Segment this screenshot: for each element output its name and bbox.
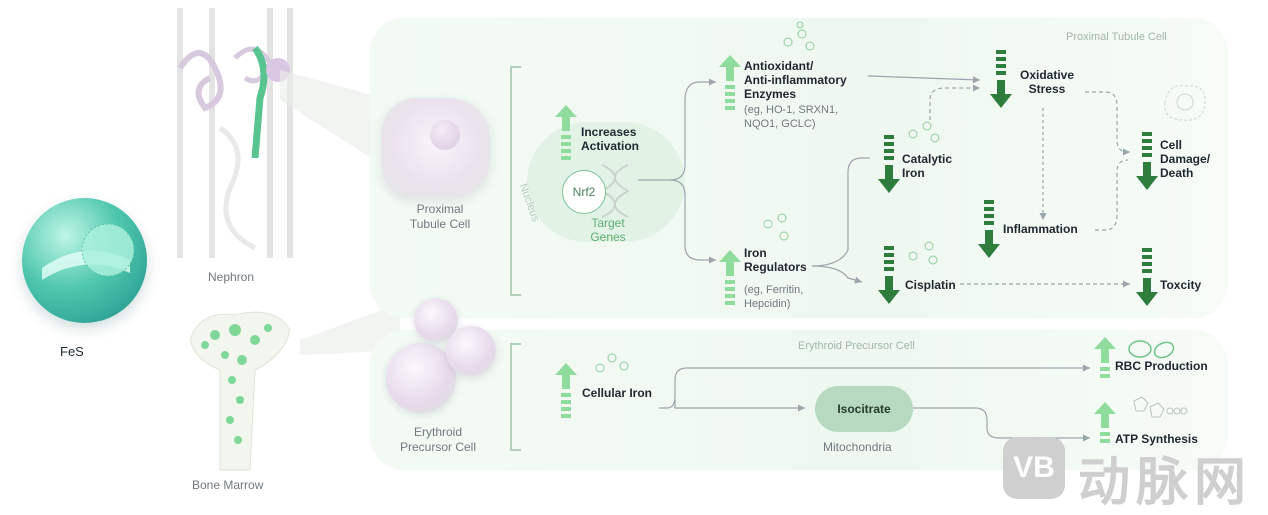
- oxidative-stress-label: Oxidative Stress: [1019, 68, 1075, 96]
- erythroid-cell-image: [386, 343, 456, 413]
- mitochondria-label: Mitochondria: [823, 440, 892, 454]
- bubbles-icon: [595, 353, 629, 373]
- zoom-wedges: [280, 70, 400, 355]
- cisplatin-down-arrow-icon: [878, 246, 900, 304]
- bottom-connectors: [659, 364, 1090, 442]
- catalytic-iron-label: Catalytic Iron: [902, 152, 953, 180]
- cell-nucleus-image: [430, 120, 460, 150]
- proximal-cell-label: Proximal Tubule Cell: [409, 202, 471, 231]
- cell-damage-down-arrow-icon: [1136, 132, 1158, 190]
- nephron-label: Nephron: [208, 270, 255, 284]
- toxicity-down-arrow-icon: [1136, 248, 1158, 306]
- erythroid-cell-label: Erythroid Precursor Cell: [399, 425, 477, 454]
- erythroid-panel: [370, 330, 1228, 470]
- isocitrate-label: Isocitrate: [837, 402, 891, 416]
- top-connectors: [638, 75, 1130, 288]
- antioxidant-examples: (eg, HO-1, SRXN1, NQO1, GCLC): [744, 104, 839, 130]
- iron-regulators-label: Iron Regulators: [744, 246, 807, 274]
- nrf2-circle: Nrf2: [562, 170, 606, 214]
- bottom-bracket: [510, 343, 521, 451]
- bubbles-icon: [908, 241, 938, 265]
- fes-particle-image: [22, 198, 147, 323]
- antioxidant-label: Antioxidant/ Anti-inflammatory Enzymes: [744, 59, 847, 101]
- rbc-up-arrow-icon: [1094, 337, 1116, 378]
- cellular-iron-label: Cellular Iron: [582, 386, 653, 400]
- bone-marrow-label: Bone Marrow: [192, 478, 264, 492]
- nucleus-region: [527, 122, 685, 242]
- iron-regulators-up-arrow-icon: [719, 250, 741, 305]
- erythroid-cell-image: [446, 326, 496, 376]
- erythroid-panel-title: Erythroid Precursor Cell: [798, 340, 915, 352]
- target-genes-label: Target Genes: [590, 216, 626, 244]
- damaged-cell-icon: [1164, 85, 1206, 121]
- toxicity-label: Toxcity: [1160, 278, 1202, 292]
- atp-molecule-icon: [1133, 396, 1188, 418]
- cellular-iron-up-arrow-icon: [555, 363, 577, 418]
- bubbles-icon: [783, 21, 815, 51]
- catalytic-iron-down-arrow-icon: [878, 135, 900, 193]
- watermark-text: 动脉网: [1078, 454, 1253, 512]
- cell-damage-label: Cell Damage/ Death: [1160, 138, 1211, 180]
- rbc-cells-icon: [1128, 340, 1175, 359]
- top-bracket: [510, 66, 521, 296]
- iron-regulators-examples: (eg, Ferritin, Hepcidin): [744, 284, 804, 310]
- bubbles-icon: [763, 213, 789, 241]
- watermark-logo: VB: [1003, 437, 1065, 499]
- atp-synthesis-label: ATP Synthesis: [1115, 432, 1198, 446]
- inflammation-label: Inflammation: [1003, 222, 1078, 236]
- mitochondria-shape: Isocitrate: [815, 386, 913, 432]
- proximal-tubule-cell-image: [382, 98, 490, 198]
- bubbles-icon: [908, 121, 940, 143]
- proximal-panel-title: Proximal Tubule Cell: [1066, 31, 1167, 43]
- cisplatin-label: Cisplatin: [905, 278, 956, 292]
- fes-label: FeS: [60, 344, 84, 359]
- antioxidant-up-arrow-icon: [719, 55, 741, 110]
- oxidative-stress-down-arrow-icon: [990, 50, 1012, 108]
- rbc-production-label: RBC Production: [1115, 359, 1208, 373]
- fes-cutaway-icon: [42, 223, 135, 280]
- atp-up-arrow-icon: [1094, 402, 1116, 443]
- activation-label: Increases Activation: [581, 125, 640, 153]
- inflammation-down-arrow-icon: [978, 200, 1000, 258]
- activation-up-arrow-icon: [555, 105, 577, 160]
- bone-marrow-illustration: [189, 311, 291, 471]
